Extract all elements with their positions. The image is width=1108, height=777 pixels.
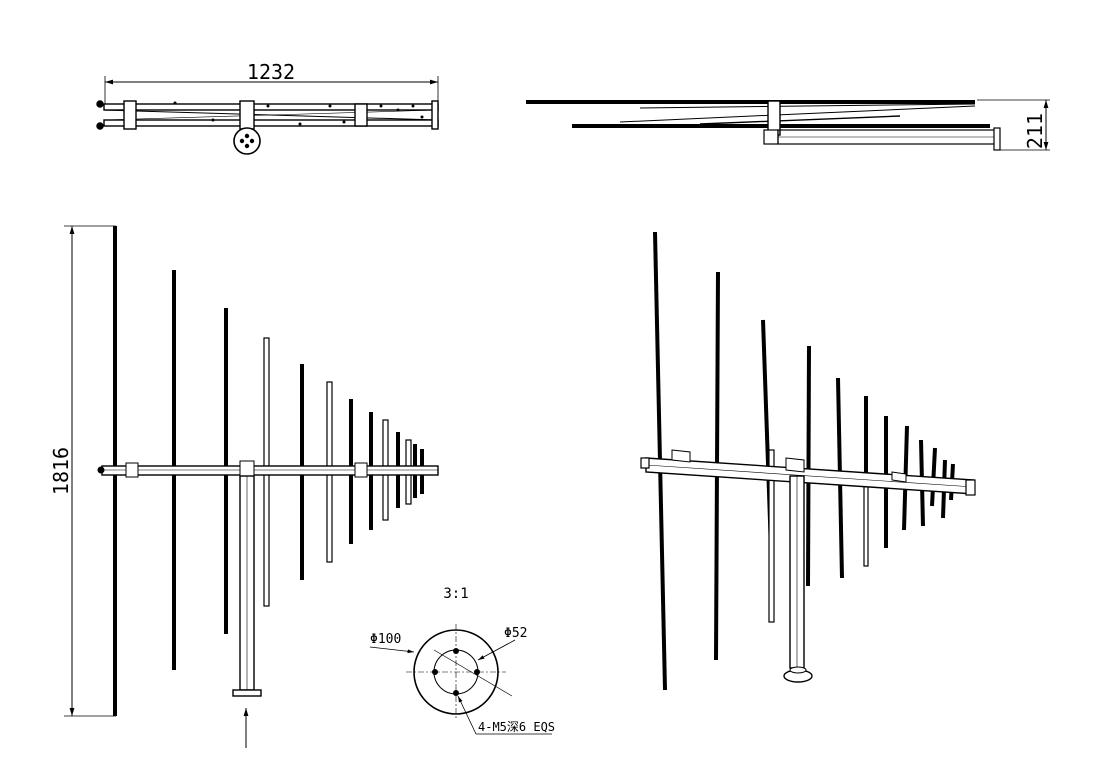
side-view	[526, 99, 1050, 151]
bolt-circle-diameter-label: Φ52	[504, 626, 527, 641]
hole-note-label: 4-M5深6 EQS	[478, 720, 555, 734]
top-view	[96, 76, 439, 155]
front-view	[64, 225, 439, 748]
length-dimension-label: 1232	[247, 60, 295, 84]
isometric-view	[640, 231, 976, 691]
detail-scale-label: 3:1	[443, 586, 468, 602]
width-dimension-label: 1816	[49, 447, 73, 495]
flange-detail-view	[369, 624, 552, 735]
height-dimension-label: 211	[1023, 113, 1047, 149]
outer-diameter-label: Φ100	[370, 632, 401, 647]
